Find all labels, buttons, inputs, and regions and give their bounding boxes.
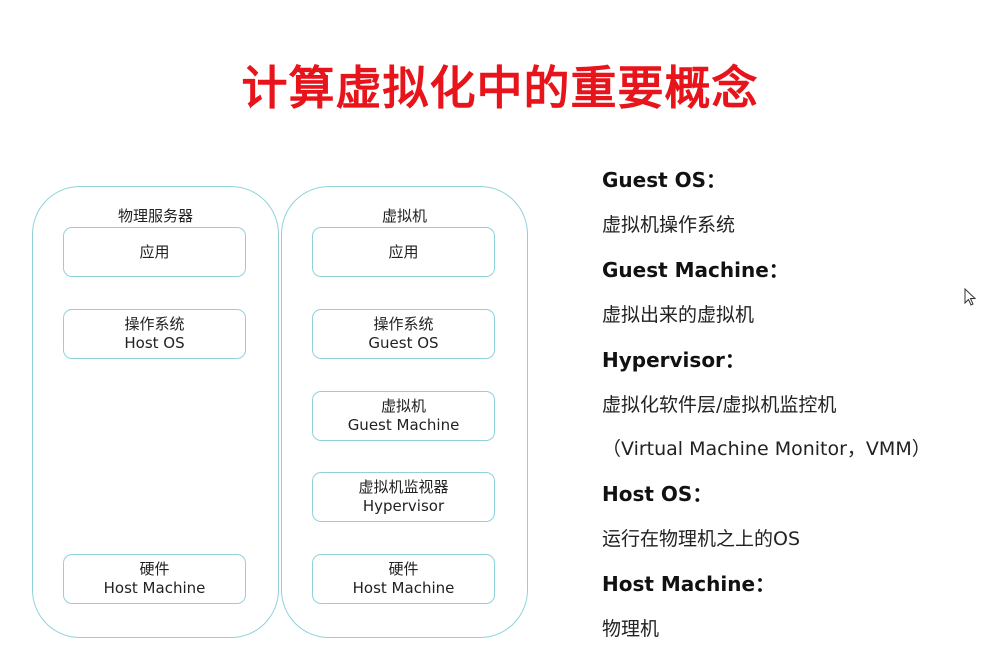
physical-hardware-label: 硬件 — [139, 560, 170, 578]
virtual-machine-title: 虚拟机 — [381, 207, 427, 225]
desc-host-os: 运行在物理机之上的OS — [602, 528, 801, 550]
virtual-hardware-box: 硬件 Host Machine — [312, 554, 495, 604]
hypervisor-sublabel: Hypervisor — [362, 497, 445, 515]
desc-guest-os: 虚拟机操作系统 — [602, 214, 736, 236]
guest-os-label: 操作系统 — [373, 315, 434, 333]
physical-server-title: 物理服务器 — [117, 207, 193, 225]
virtual-machine-column: 虚拟机 应用 操作系统 Guest OS 虚拟机 Guest Machine 虚… — [281, 186, 528, 638]
term-hypervisor: Hypervisor： — [602, 348, 745, 372]
desc-guest-machine: 虚拟出来的虚拟机 — [602, 304, 755, 326]
physical-app-label: 应用 — [139, 242, 170, 261]
physical-server-column: 物理服务器 应用 操作系统 Host OS 硬件 Host Machine — [32, 186, 279, 638]
physical-os-box: 操作系统 Host OS — [63, 309, 246, 359]
virtual-hardware-sublabel: Host Machine — [352, 579, 455, 597]
guest-machine-label: 虚拟机 — [380, 397, 426, 415]
hypervisor-box: 虚拟机监视器 Hypervisor — [312, 472, 495, 522]
physical-app-box: 应用 — [63, 227, 246, 277]
guest-os-sublabel: Guest OS — [368, 334, 439, 352]
term-host-machine: Host Machine： — [602, 572, 776, 596]
term-host-os: Host OS： — [602, 482, 713, 506]
guest-machine-sublabel: Guest Machine — [347, 416, 460, 434]
physical-hardware-sublabel: Host Machine — [103, 579, 206, 597]
term-guest-os: Guest OS： — [602, 168, 727, 192]
desc-hypervisor: 虚拟化软件层/虚拟机监控机 — [602, 394, 837, 416]
desc-hypervisor-vmm: （Virtual Machine Monitor，VMM） — [602, 438, 931, 460]
physical-os-label: 操作系统 — [124, 315, 185, 333]
hypervisor-label: 虚拟机监视器 — [358, 478, 449, 496]
guest-machine-box: 虚拟机 Guest Machine — [312, 391, 495, 441]
desc-host-machine: 物理机 — [602, 618, 660, 640]
term-guest-machine: Guest Machine： — [602, 258, 789, 282]
mouse-pointer-icon — [964, 288, 977, 306]
virtual-app-box: 应用 — [312, 227, 495, 277]
virtual-hardware-label: 硬件 — [388, 560, 419, 578]
page-title: 计算虚拟化中的重要概念 — [241, 61, 759, 115]
guest-os-box: 操作系统 Guest OS — [312, 309, 495, 359]
physical-hardware-box: 硬件 Host Machine — [63, 554, 246, 604]
virtual-app-label: 应用 — [388, 242, 419, 261]
physical-os-sublabel: Host OS — [124, 334, 185, 352]
